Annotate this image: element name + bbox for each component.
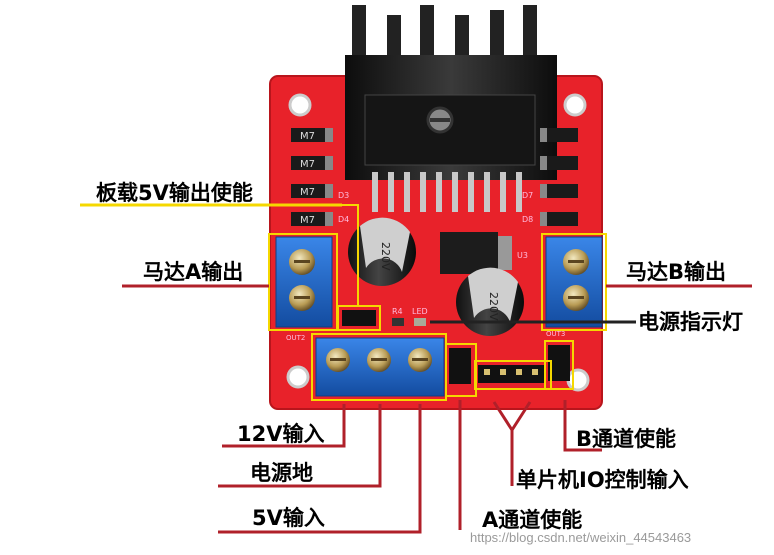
jumper-ena (449, 348, 471, 384)
cap-voltage: 220V (379, 242, 392, 271)
highlight-boxes (268, 233, 607, 401)
jumper-5v (342, 310, 376, 326)
silk-out3: OUT3 (546, 330, 565, 338)
label-12v-input: 12V输入 (237, 422, 325, 446)
regulator (440, 232, 498, 274)
terminal-motor-b (545, 236, 603, 328)
diodes-left: M7 M7 M7 M7 (291, 128, 333, 226)
label-5v-input: 5V输入 (252, 506, 325, 530)
silk-d8: D8 (522, 215, 533, 224)
cap-voltage: 220V (487, 292, 500, 321)
capacitor-right: 220V (456, 267, 524, 336)
silk-led: LED (412, 307, 428, 316)
watermark: https://blog.csdn.net/weixin_44543463 (470, 530, 692, 545)
silk-d4: D4 (338, 215, 349, 224)
label-ground: 电源地 (250, 461, 313, 485)
diode-label: M7 (300, 187, 315, 198)
label-power-indicator: 电源指示灯 (638, 310, 743, 334)
silk-d3: D3 (338, 191, 349, 200)
driver-ic-pins (372, 172, 522, 212)
led (414, 318, 426, 326)
mount-hole (563, 93, 587, 117)
leader-lines (80, 203, 752, 534)
jumper-enb (548, 345, 570, 381)
mount-hole (288, 93, 312, 117)
terminal-power (315, 337, 445, 397)
mount-hole (286, 365, 310, 389)
diode-label: M7 (300, 159, 315, 170)
diode-label: M7 (300, 131, 315, 142)
silk-d7: D7 (522, 191, 533, 200)
label-motor-a-output: 马达A输出 (143, 260, 244, 284)
terminal-motor-a (275, 236, 333, 328)
label-motor-b-output: 马达B输出 (626, 260, 727, 284)
label-channel-a-enable: A通道使能 (482, 508, 583, 532)
mount-hole (566, 368, 590, 392)
label-channel-b-enable: B通道使能 (576, 427, 677, 451)
diode-label: M7 (300, 215, 315, 226)
capacitor-left: 220V (348, 217, 416, 286)
label-mcu-io-input: 单片机IO控制输入 (516, 468, 689, 492)
heatsink (345, 5, 557, 180)
silk-u3: U3 (517, 251, 528, 260)
label-onboard-5v-enable: 板载5V输出使能 (96, 181, 253, 205)
diodes-right (540, 128, 578, 226)
header-mcu-io (478, 365, 546, 383)
silk-r4: R4 (392, 307, 403, 316)
silk-out2: OUT2 (286, 334, 305, 342)
